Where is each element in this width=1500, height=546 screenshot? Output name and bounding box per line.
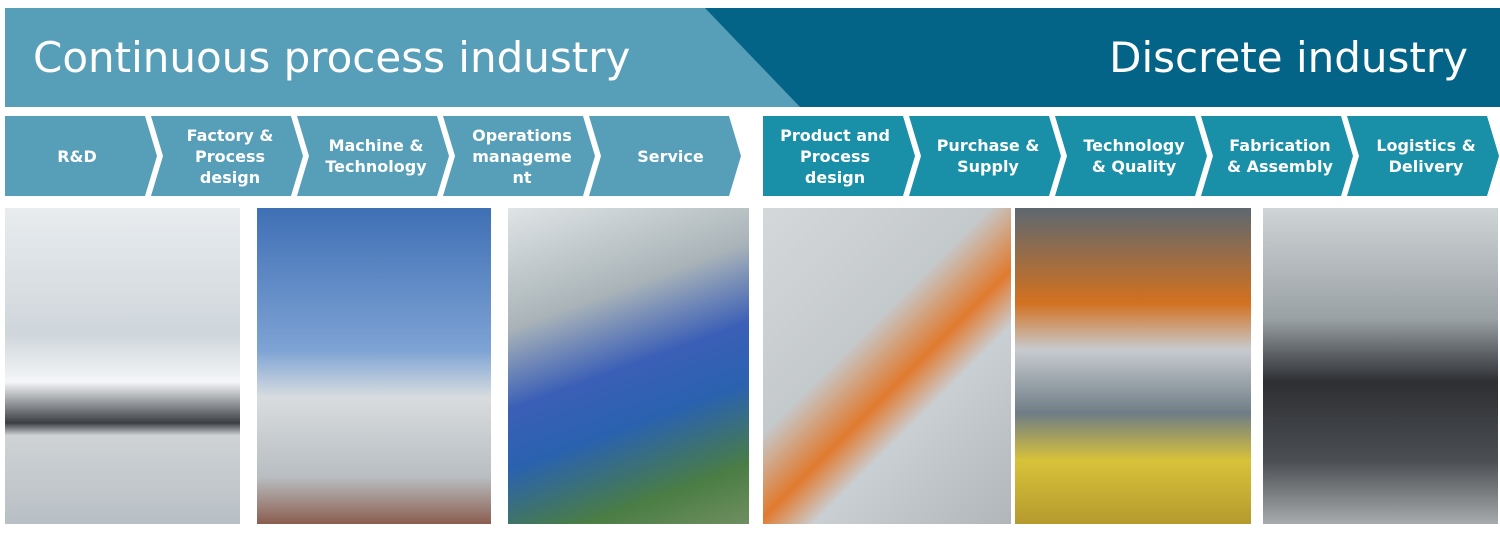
continuous-banner <box>5 8 800 107</box>
step-operations-management: Operations manageme nt <box>443 116 595 196</box>
step-purchase-supply: Purchase & Supply <box>909 116 1061 196</box>
step-technology-quality: Technology & Quality <box>1055 116 1207 196</box>
step-factory-process-design: Factory & Process design <box>151 116 303 196</box>
step-logistics-delivery: Logistics & Delivery <box>1347 116 1499 196</box>
step-fabrication-assembly: Fabrication & Assembly <box>1201 116 1353 196</box>
discrete-title: Discrete industry <box>1109 33 1468 82</box>
step-machine-technology: Machine & Technology <box>297 116 449 196</box>
3d-printer-photo <box>1263 208 1498 524</box>
step-product-process-design: Product and Process design <box>763 116 915 196</box>
pipeline-valve-photo <box>257 208 491 524</box>
step-rnd: R&D <box>5 116 157 196</box>
car-assembly-photo <box>1015 208 1251 524</box>
continuous-title: Continuous process industry <box>33 33 631 82</box>
bottling-line-photo <box>508 208 749 524</box>
robot-line-render <box>763 208 1011 524</box>
step-service: Service <box>589 116 741 196</box>
lab-photo <box>5 208 240 524</box>
